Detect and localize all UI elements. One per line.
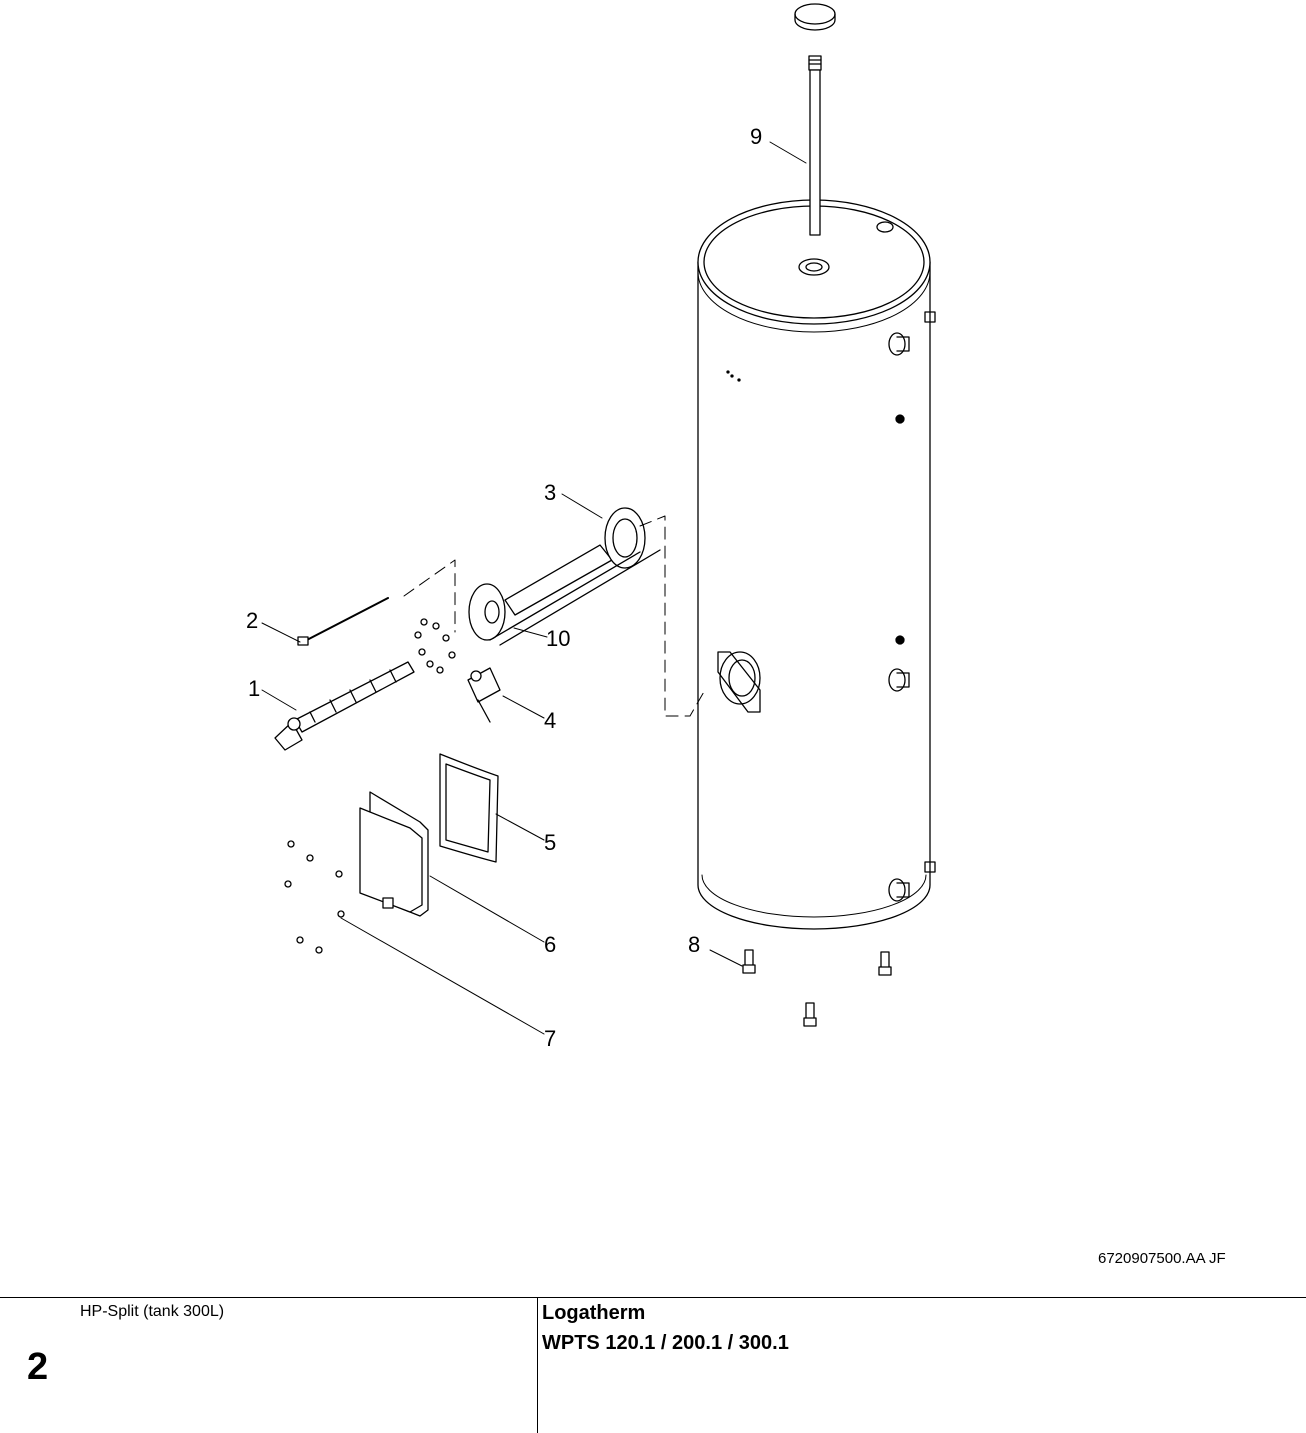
footer-divider <box>537 1298 538 1433</box>
callout-7: 7 <box>544 1026 556 1051</box>
callout-labels: 1 2 3 4 5 6 7 8 9 10 <box>246 124 762 1051</box>
flange-screws <box>414 618 456 674</box>
cover-screws <box>284 840 345 954</box>
model-name: WPTS 120.1 / 200.1 / 300.1 <box>542 1332 789 1354</box>
exploded-parts-diagram: 1 2 3 4 5 6 7 8 9 10 <box>246 3 936 1051</box>
thermostat <box>467 667 501 723</box>
brand-name: Logatherm <box>542 1302 646 1324</box>
callout-1: 1 <box>248 676 260 701</box>
callout-8: 8 <box>688 932 700 957</box>
heating-element <box>274 661 415 751</box>
section-title: HP-Split (tank 300L) <box>80 1303 225 1320</box>
leader-lines <box>261 141 807 1035</box>
callout-3: 3 <box>544 480 556 505</box>
page-footer: HP-Split (tank 300L) 2 Logatherm WPTS 12… <box>0 1297 1306 1433</box>
storage-tank <box>697 199 936 930</box>
assembly-lines <box>403 515 706 717</box>
callout-9: 9 <box>750 124 762 149</box>
anode-rod <box>794 3 836 236</box>
callout-2: 2 <box>246 608 258 633</box>
callout-10: 10 <box>546 626 570 651</box>
page-number: 2 <box>27 1346 49 1388</box>
cover-gasket <box>439 753 499 863</box>
drawing-reference: 6720907500.AA JF <box>1098 1250 1226 1267</box>
adjustable-feet <box>742 949 892 1027</box>
callout-4: 4 <box>544 708 556 733</box>
sensor-sleeve <box>297 597 389 646</box>
heating-flange <box>468 507 661 646</box>
callout-5: 5 <box>544 830 556 855</box>
electrical-cover <box>359 791 429 917</box>
callout-6: 6 <box>544 932 556 957</box>
